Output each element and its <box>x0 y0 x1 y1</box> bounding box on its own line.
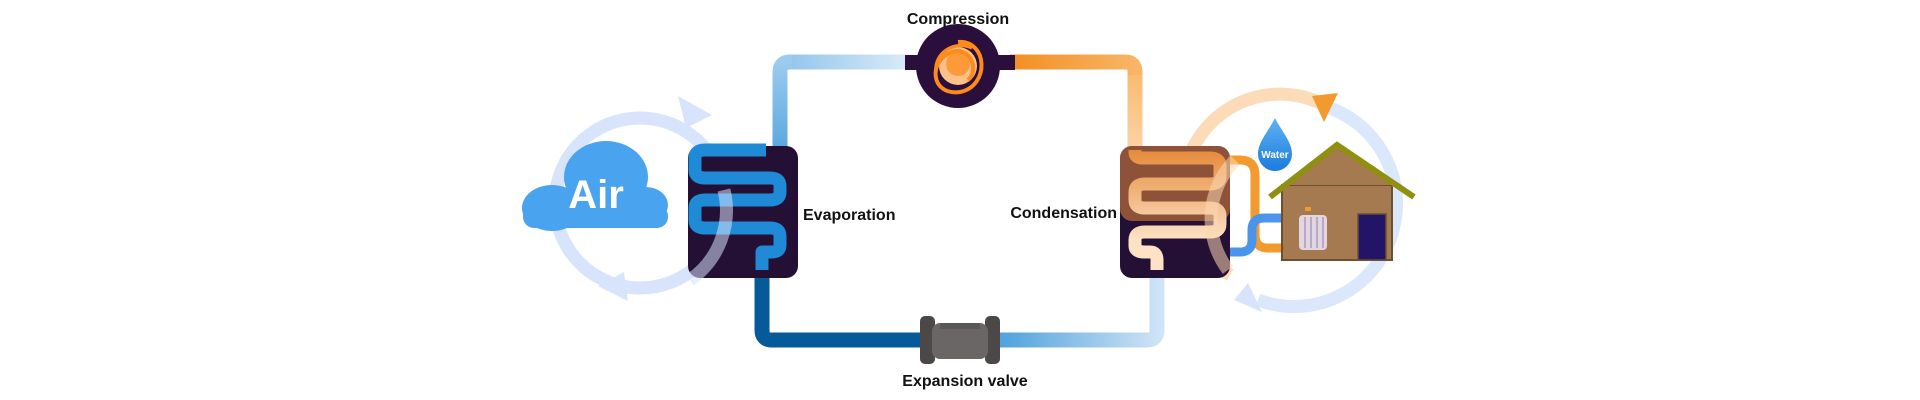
pipe-valve-to-evaporator <box>754 265 930 348</box>
valve-icon <box>920 316 1000 364</box>
air-cycle-arrow-top <box>678 96 712 128</box>
air-cycle-front-arc <box>686 188 733 286</box>
water-drop-icon: Water <box>1258 118 1292 171</box>
water-cycle-front-arc <box>1204 155 1240 274</box>
condensation-label: Condensation <box>1010 205 1117 222</box>
condenser <box>1120 145 1230 278</box>
air-label: Air <box>568 173 624 217</box>
refrigerant-circuit <box>754 54 1165 348</box>
expansion-valve-label: Expansion valve <box>902 373 1027 390</box>
heating-loop-supply <box>1225 155 1285 253</box>
air-cycle-arrow-bottom <box>598 272 628 301</box>
house-gable <box>1282 145 1392 185</box>
condenser-coil <box>1128 145 1227 270</box>
evaporation-label: Evaporation <box>803 207 895 224</box>
heating-loop-return <box>1225 213 1290 257</box>
water-cycle-arrow-bottom <box>1234 283 1262 312</box>
evaporator-coil <box>688 143 787 270</box>
pipe-compressor-to-condenser <box>1010 54 1143 150</box>
house-icon <box>1268 141 1416 261</box>
radiator-icon <box>1299 207 1327 250</box>
pipe-evaporator-to-compressor <box>772 54 915 150</box>
house-roof <box>1268 141 1416 200</box>
compressor-icon <box>905 24 1015 108</box>
cloud-icon: Air <box>522 141 668 231</box>
pipe-condenser-to-valve <box>995 265 1165 348</box>
compression-label: Compression <box>907 11 1009 28</box>
water-cycle-arrow-top <box>1312 93 1338 122</box>
house-door <box>1357 213 1387 261</box>
water-label: Water <box>1261 150 1289 161</box>
heating-loop <box>1225 155 1290 257</box>
